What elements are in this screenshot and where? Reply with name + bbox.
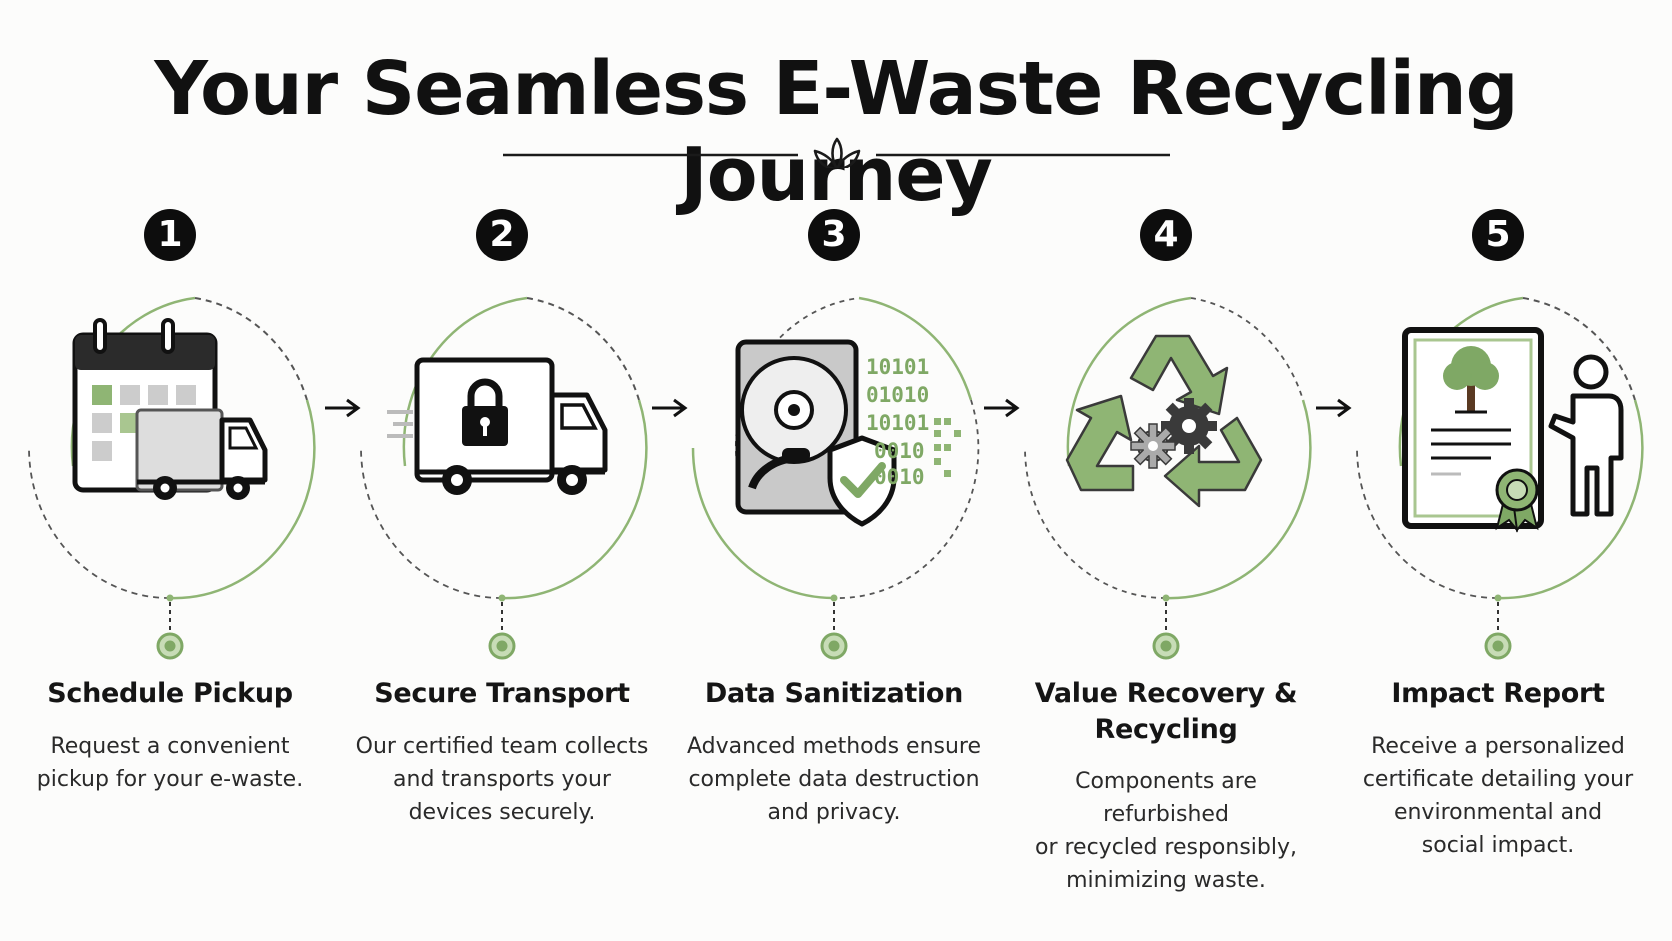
svg-text:01010: 01010 bbox=[866, 383, 929, 407]
step-number-badge: 4 bbox=[1140, 209, 1192, 261]
gear-icon bbox=[1161, 398, 1217, 454]
step-description: Components are refurbished or recycled r… bbox=[1034, 769, 1297, 893]
step-description: Our certified team collects and transpor… bbox=[355, 734, 649, 825]
step-description: Advanced methods ensure complete data de… bbox=[686, 734, 982, 825]
step-number-badge: 3 bbox=[808, 209, 860, 261]
binary-data-icon: 10101 01010 10101 0010 0010 bbox=[866, 355, 929, 489]
step-title: Value Recovery & Recycling bbox=[1034, 678, 1298, 745]
step-number-badge: 5 bbox=[1472, 209, 1524, 261]
recycle-gears-icon bbox=[1065, 334, 1263, 508]
locked-truck-icon bbox=[387, 357, 608, 495]
step-title: Secure Transport bbox=[374, 678, 630, 709]
person-icon bbox=[1548, 354, 1624, 517]
arrow-right-icon bbox=[1316, 398, 1352, 418]
step-description: Request a convenient pickup for your e-w… bbox=[36, 734, 304, 792]
arrow-right-icon bbox=[984, 398, 1020, 418]
gear-icon bbox=[1130, 423, 1176, 469]
svg-text:0010: 0010 bbox=[874, 465, 925, 489]
progress-ring bbox=[1024, 296, 1312, 660]
title-divider bbox=[503, 137, 1170, 168]
page-title: Your Seamless E-Waste Recycling Journey bbox=[154, 46, 1518, 218]
step-title: Schedule Pickup bbox=[47, 678, 293, 709]
progress-ring bbox=[360, 296, 648, 660]
arrow-right-icon bbox=[325, 398, 361, 418]
step-title: Impact Report bbox=[1391, 678, 1605, 709]
hard-drive-shield-icon: 10101 01010 10101 0010 0010 bbox=[735, 339, 961, 527]
tree-icon bbox=[1443, 346, 1499, 414]
svg-text:0010: 0010 bbox=[874, 439, 925, 463]
svg-text:10101: 10101 bbox=[866, 355, 929, 379]
svg-text:10101: 10101 bbox=[866, 411, 929, 435]
leaf-sprout-icon bbox=[813, 137, 861, 168]
step-number-badge: 1 bbox=[144, 209, 196, 261]
award-ribbon-icon bbox=[1495, 468, 1539, 533]
step-number-badge: 2 bbox=[476, 209, 528, 261]
arrow-right-icon bbox=[652, 398, 688, 418]
step-description: Receive a personalized certificate detai… bbox=[1362, 734, 1634, 858]
calendar-truck-icon bbox=[72, 318, 268, 500]
step-title: Data Sanitization bbox=[704, 678, 964, 709]
certificate-person-icon bbox=[1402, 327, 1624, 533]
